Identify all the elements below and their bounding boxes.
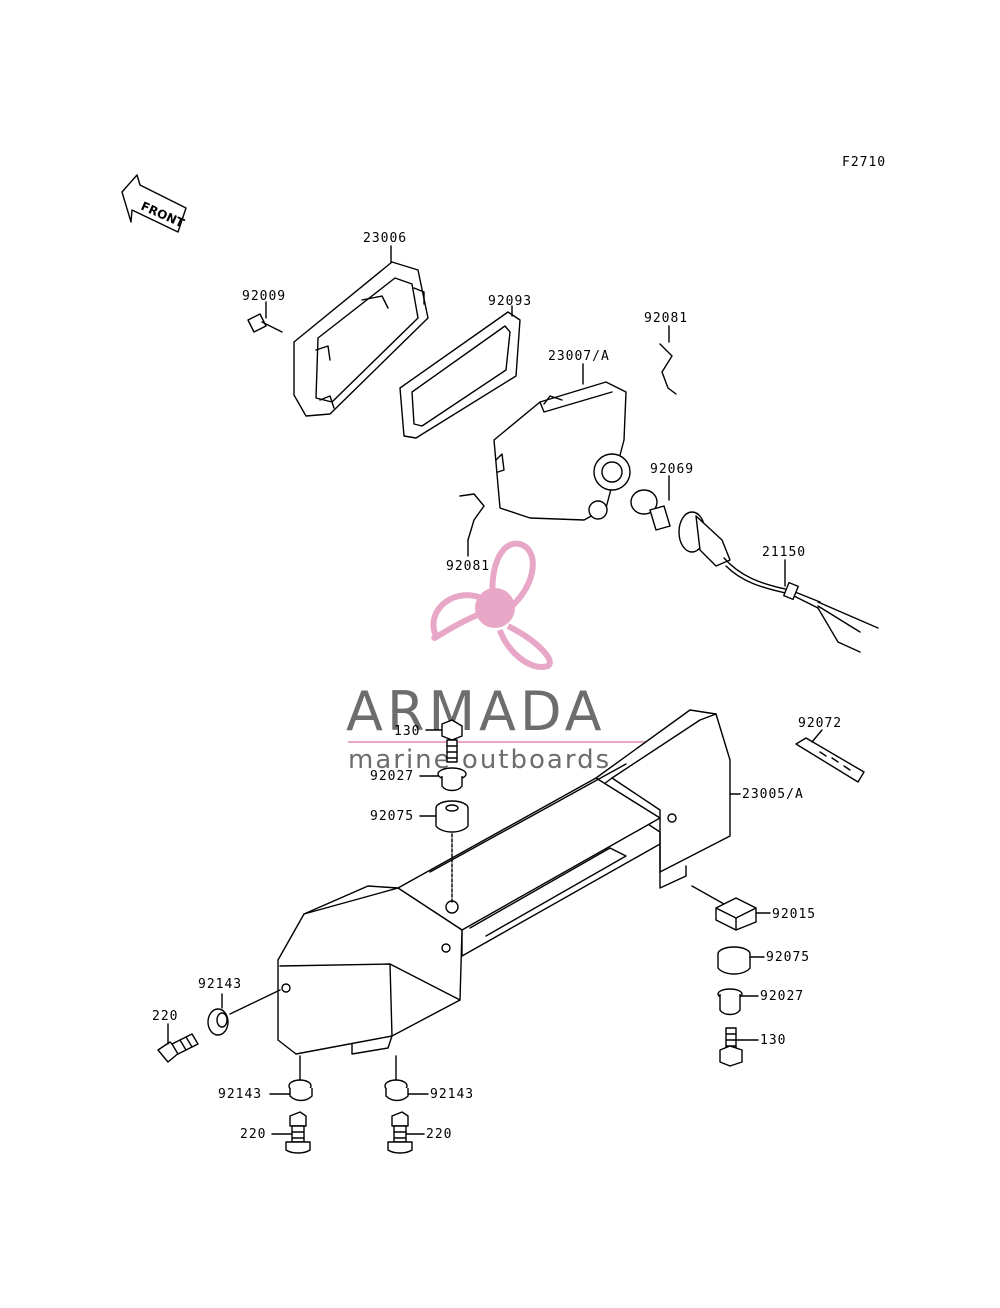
label-92027-top: 92027	[370, 769, 414, 784]
screw-92009	[247, 313, 283, 333]
figure-code: F2710	[842, 155, 886, 170]
bolt-130-top	[441, 719, 463, 763]
collar-92027-right	[717, 988, 743, 1016]
grommet-92143-bottom-right	[384, 1079, 409, 1102]
front-arrow-icon: FRONT	[121, 174, 187, 233]
label-92143-left: 92143	[198, 977, 242, 992]
armada-logo: ARMADA marine outboards	[346, 540, 652, 775]
propeller-logo-icon	[430, 540, 553, 670]
label-92009: 92009	[242, 289, 286, 304]
headlight-bracket-23005A	[277, 709, 731, 1055]
clip-92081-top	[659, 343, 677, 395]
collar-92027-top	[437, 767, 467, 792]
label-130-right: 130	[760, 1033, 786, 1048]
grommet-92143-left	[207, 1008, 229, 1036]
label-220-bl: 220	[240, 1127, 266, 1142]
headlight-rim-23006	[293, 261, 429, 417]
bolt-220-bottom-right	[387, 1111, 413, 1154]
label-92015: 92015	[772, 907, 816, 922]
watermark-subtitle: marine outboards	[348, 745, 611, 775]
label-92143-br: 92143	[430, 1087, 474, 1102]
clip-nut-92015	[715, 897, 757, 931]
clip-92081-bottom	[459, 493, 485, 541]
label-92027-right: 92027	[760, 989, 804, 1004]
watermark-title: ARMADA	[346, 680, 606, 743]
bolt-130-right	[719, 1027, 743, 1067]
label-23006: 23006	[363, 231, 407, 246]
label-23005A: 23005/A	[742, 787, 804, 802]
label-92069: 92069	[650, 462, 694, 477]
label-92143-bl: 92143	[218, 1087, 262, 1102]
damper-92075-top	[435, 800, 469, 833]
damper-92075-right	[717, 946, 751, 975]
gasket-92093	[399, 311, 521, 439]
label-92081-top: 92081	[644, 311, 688, 326]
leader-92143-left-axis	[229, 989, 281, 1015]
label-92075-top: 92075	[370, 809, 414, 824]
bolt-220-left	[157, 1033, 199, 1063]
label-92081-bottom: 92081	[446, 559, 490, 574]
label-21150: 21150	[762, 545, 806, 560]
label-130-top: 130	[394, 724, 420, 739]
label-92075-right: 92075	[766, 950, 810, 965]
label-23007A: 23007/A	[548, 349, 610, 364]
grommet-92143-bottom-left	[288, 1079, 313, 1102]
bulb-92069	[630, 489, 671, 531]
headlight-housing-23007A	[493, 381, 631, 521]
socket-wire-21150	[678, 511, 879, 653]
label-220-left: 220	[152, 1009, 178, 1024]
strap-92072	[795, 737, 865, 783]
leader-92072	[811, 729, 823, 743]
label-92072: 92072	[798, 716, 842, 731]
leader-92015-up	[691, 885, 725, 905]
label-92093: 92093	[488, 294, 532, 309]
label-220-br: 220	[426, 1127, 452, 1142]
bolt-220-bottom-left	[285, 1111, 311, 1154]
